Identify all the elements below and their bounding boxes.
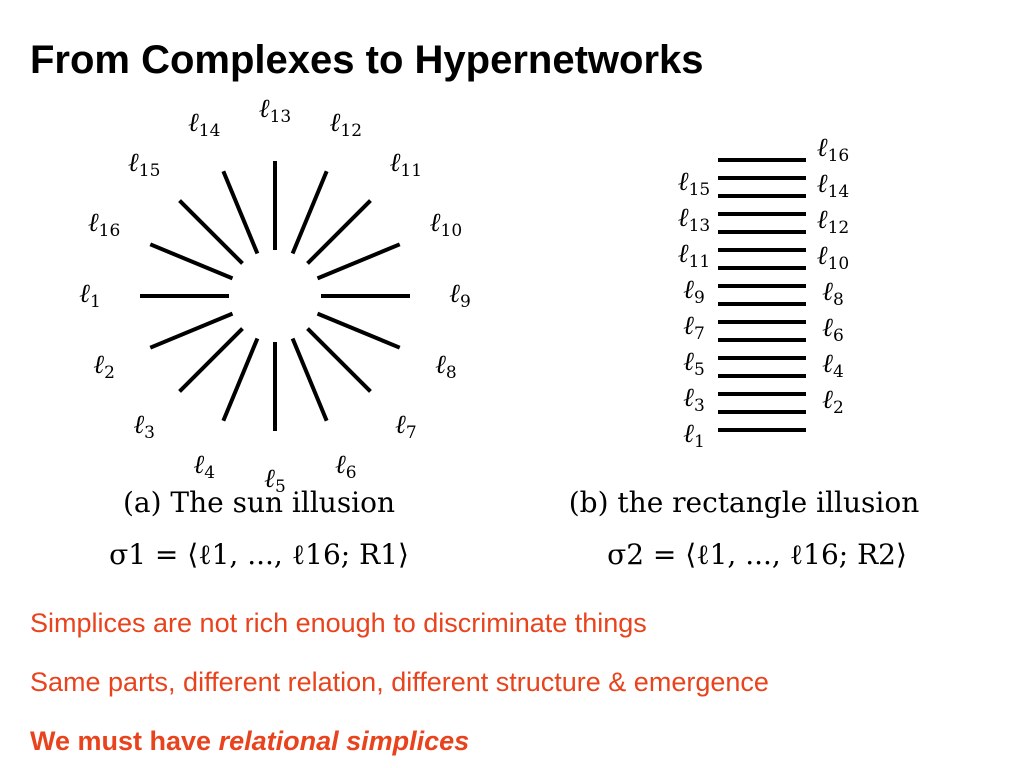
- slide-title: From Complexes to Hypernetworks: [30, 38, 704, 82]
- sun-label-7: ℓ7: [394, 409, 417, 443]
- sun-label-5: ℓ5: [264, 464, 286, 497]
- sun-ray-10: [316, 242, 401, 281]
- rectangle-label-15: ℓ15: [677, 167, 711, 200]
- sun-ray-15: [178, 199, 244, 265]
- rectangle-label-4: ℓ4: [822, 349, 844, 382]
- rectangle-label-3: ℓ3: [683, 383, 705, 416]
- sun-caption: (a) The sun illusion: [122, 486, 396, 519]
- sun-ray-16: [149, 242, 234, 281]
- sun-ray-12: [290, 170, 329, 255]
- rectangle-label-10: ℓ10: [816, 241, 850, 274]
- sun-ray-7: [306, 327, 372, 393]
- sun-ray-2: [149, 311, 234, 350]
- sun-ray-14: [221, 170, 260, 255]
- sun-label-1: ℓ1: [79, 279, 101, 312]
- rectangle-label-9: ℓ9: [683, 275, 705, 308]
- sun-label-14: ℓ14: [187, 108, 221, 142]
- rectangle-label-16: ℓ16: [816, 133, 850, 166]
- rectangle-formula: σ2 = ⟨ℓ1, ..., ℓ16; R2⟩: [607, 538, 907, 572]
- sun-label-15: ℓ15: [127, 148, 161, 182]
- sun-label-2: ℓ2: [93, 349, 115, 383]
- rectangle-label-11: ℓ11: [677, 239, 711, 272]
- rectangle-label-14: ℓ14: [816, 169, 850, 202]
- sun-label-10: ℓ10: [429, 208, 463, 242]
- rectangle-label-2: ℓ2: [822, 385, 844, 418]
- rectangle-label-8: ℓ8: [822, 277, 844, 310]
- sun-label-3: ℓ3: [133, 409, 156, 443]
- sun-label-11: ℓ11: [389, 148, 423, 182]
- rectangle-label-13: ℓ13: [677, 203, 711, 236]
- sun-label-12: ℓ12: [329, 108, 363, 142]
- rectangle-label-7: ℓ7: [683, 311, 705, 344]
- rectangle-label-5: ℓ5: [683, 347, 705, 380]
- sun-ray-11: [306, 199, 372, 265]
- sun-label-8: ℓ8: [435, 349, 457, 383]
- sun-illusion-diagram: [140, 161, 410, 431]
- sun-label-9: ℓ9: [449, 279, 471, 312]
- sun-formula: σ1 = ⟨ℓ1, ..., ℓ16; R1⟩: [109, 538, 409, 572]
- bullet-relational-prefix: We must have: [30, 726, 219, 756]
- rectangle-illusion-diagram: [718, 158, 806, 432]
- sun-ray-4: [221, 337, 260, 422]
- sun-label-16: ℓ16: [87, 208, 121, 242]
- rectangle-label-12: ℓ12: [816, 205, 850, 238]
- sun-ray-8: [316, 311, 401, 350]
- sun-ray-3: [178, 327, 244, 393]
- sun-label-4: ℓ4: [193, 449, 216, 483]
- bullet-same-parts: Same parts, different relation, differen…: [30, 667, 769, 697]
- rectangle-formula-text: σ2 = ⟨ℓ1, ..., ℓ16; R2⟩: [607, 538, 907, 571]
- rectangle-caption: (b) the rectangle illusion: [568, 486, 920, 519]
- sun-label-13: ℓ13: [258, 94, 292, 127]
- rectangle-label-6: ℓ6: [822, 313, 844, 346]
- bullet-simplices-not-rich: Simplices are not rich enough to discrim…: [30, 608, 647, 638]
- sun-ray-6: [290, 337, 329, 422]
- sun-formula-text: σ1 = ⟨ℓ1, ..., ℓ16; R1⟩: [109, 538, 409, 571]
- sun-label-6: ℓ6: [334, 449, 357, 483]
- bullet-relational-simplices: We must have relational simplices: [30, 726, 469, 757]
- rectangle-label-1: ℓ1: [683, 419, 705, 452]
- bullet-relational-emphasis: relational simplices: [218, 726, 470, 756]
